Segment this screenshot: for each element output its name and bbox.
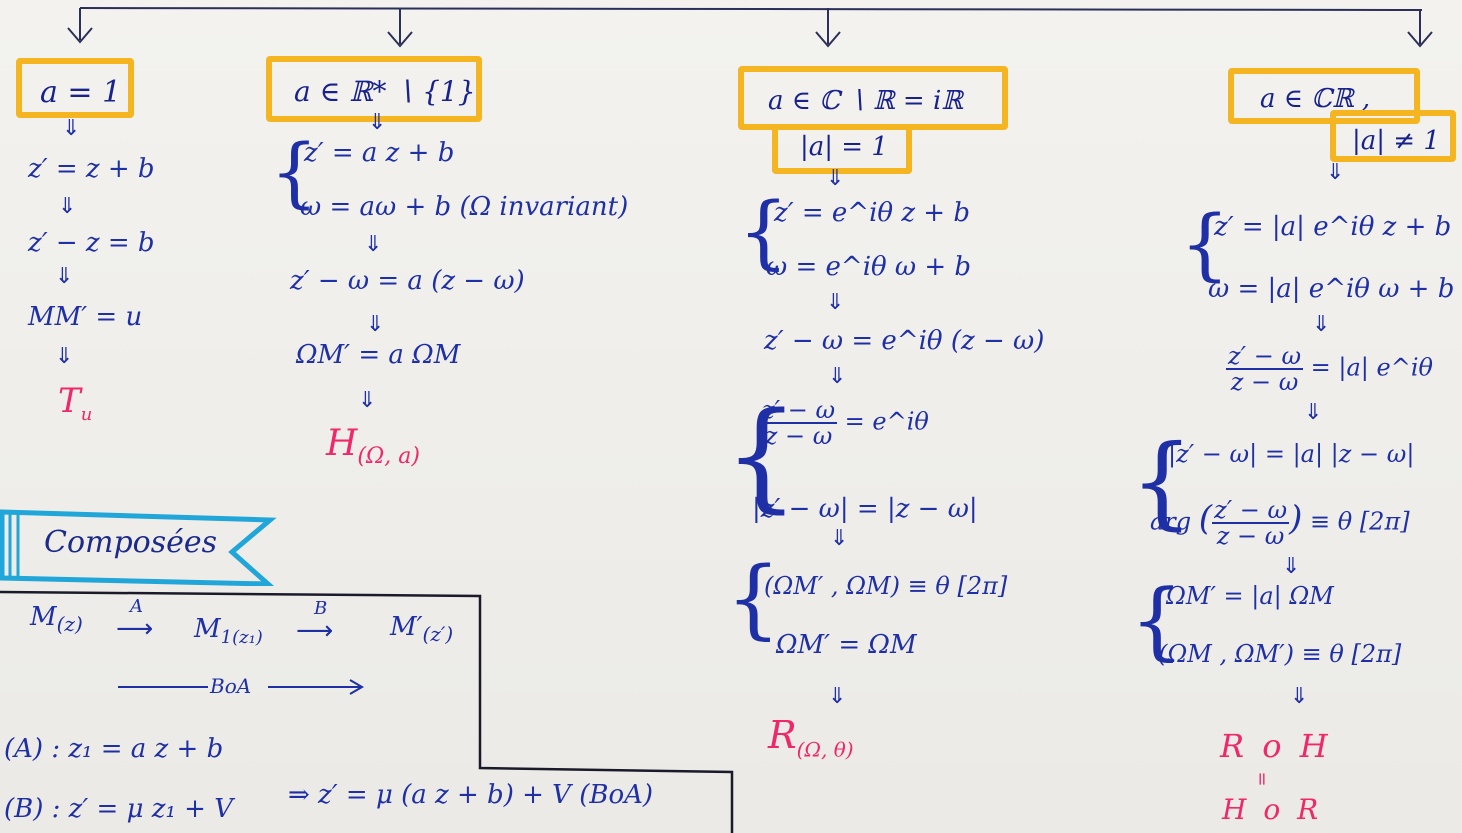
homothety-symbol: H <box>326 423 358 464</box>
rotation-symbol: R <box>768 713 797 757</box>
down-arrow-icon: ⇓ <box>368 110 387 135</box>
down-arrow-icon: ⇓ <box>364 232 383 257</box>
down-arrow-icon: ⇓ <box>1304 400 1323 425</box>
arrow-a-label: A <box>130 596 143 617</box>
col1-line1: z′ = z + b <box>28 154 155 184</box>
case-a-unit-complex-header-bottom: |a| = 1 <box>772 124 912 174</box>
composition-m-prime: M′(z′) <box>390 612 454 647</box>
system-brace: { <box>1180 200 1230 290</box>
col4-similarity-line1: ΩM′ = |a| ΩM <box>1166 582 1334 610</box>
system-brace: { <box>270 127 319 216</box>
col2-system-line2: ω = aω + b (Ω invariant) <box>300 192 629 222</box>
case-a-real-header: a ∈ ℝ* ∖ {1} <box>266 56 482 122</box>
down-arrow-icon: ⇓ <box>826 166 845 191</box>
down-arrow-icon: ⇓ <box>58 194 77 219</box>
right-arrow-icon: ⟶ <box>296 616 334 646</box>
system-brace: { <box>726 549 781 649</box>
translation-vector: u <box>80 403 93 425</box>
rotation-params: (Ω, θ) <box>796 737 854 762</box>
down-arrow-icon: ⇓ <box>1312 312 1331 337</box>
col4-result-line2: H o R <box>1222 793 1323 826</box>
down-arrow-icon: ⇓ <box>1326 160 1345 185</box>
case-a-general-header-top: a ∈ ℂℝ , <box>1228 68 1420 124</box>
banner-frame <box>0 509 277 586</box>
col4-result-equals: = <box>1251 771 1273 787</box>
col4-modulus-eq: |z′ − ω| = |a| |z − ω| <box>1168 440 1415 468</box>
composition-m: M(z) <box>30 602 83 637</box>
col3-angle-eq: (ΩM′ , ΩM) ≡ θ [2π] <box>764 572 1008 600</box>
system-brace: { <box>1130 571 1184 669</box>
composees-title: Composées <box>44 525 218 560</box>
col3-modulus-eq: |z′ − ω| = |z − ω| <box>752 494 978 524</box>
right-arrow-icon: ⟶ <box>116 614 154 644</box>
col3-system-line1: z′ = e^iθ z + b <box>774 198 970 228</box>
case-a-unit-complex-header-top: a ∈ ℂ ∖ ℝ = iℝ <box>738 66 1008 130</box>
system-brace: { <box>724 386 800 524</box>
col3-distance-eq: ΩM′ = ΩM <box>776 630 917 660</box>
arrow-b-label: B <box>314 598 328 619</box>
col3-system-line2: ω = e^iθ ω + b <box>766 252 972 282</box>
down-arrow-icon: ⇓ <box>62 116 81 141</box>
down-arrow-icon: ⇓ <box>830 526 849 551</box>
col3-line1: z′ − ω = e^iθ (z − ω) <box>764 326 1045 356</box>
case-a-equals-1-header: a = 1 <box>16 58 134 118</box>
down-arrow-icon: ⇓ <box>826 290 845 315</box>
col4-result-line1: R o H <box>1220 727 1332 765</box>
long-right-arrow-icon <box>118 679 364 695</box>
col2-line2: ΩM′ = a ΩM <box>296 340 461 370</box>
col4-system-line1: z′ = |a| e^iθ z + b <box>1214 212 1452 242</box>
col1-line2: z′ − z = b <box>28 228 155 258</box>
composition-line-b: (B) : z′ = μ z₁ + V <box>4 794 233 824</box>
down-arrow-icon: ⇓ <box>828 364 847 389</box>
system-brace: { <box>1130 423 1194 540</box>
down-arrow-icon: ⇓ <box>55 344 74 369</box>
composees-banner: Composées <box>0 506 277 586</box>
boa-arrow: BoA <box>118 674 368 700</box>
composition-m1: M1(z₁) <box>194 614 263 649</box>
composition-line-a: (A) : z₁ = a z + b <box>4 734 224 764</box>
translation-symbol: T <box>58 381 81 421</box>
down-arrow-icon: ⇓ <box>828 684 847 709</box>
col1-result: Tu <box>58 384 92 424</box>
col2-result: H(Ω, a) <box>326 426 420 468</box>
down-arrow-icon: ⇓ <box>1290 684 1309 709</box>
col2-system-line1: z′ = a z + b <box>304 138 455 168</box>
homothety-params: (Ω, a) <box>357 444 420 470</box>
boa-label: BoA <box>210 674 252 698</box>
down-arrow-icon: ⇓ <box>55 264 74 289</box>
composition-result: ⇒ z′ = μ (a z + b) + V (BoA) <box>288 780 654 810</box>
col1-line3: MM′ = u <box>28 302 143 332</box>
col3-result: R(Ω, θ) <box>768 716 854 760</box>
down-arrow-icon: ⇓ <box>358 388 377 413</box>
col4-similarity-line2: (ΩM , ΩM′) ≡ θ [2π] <box>1158 640 1402 668</box>
system-brace: { <box>738 185 789 278</box>
down-arrow-icon: ⇓ <box>1282 554 1301 579</box>
case-a-general-header-bottom: |a| ≠ 1 <box>1330 110 1456 162</box>
col4-system-line2: ω = |a| e^iθ ω + b <box>1208 274 1455 304</box>
down-arrow-icon: ⇓ <box>366 312 385 337</box>
col2-line1: z′ − ω = a (z − ω) <box>290 266 525 296</box>
